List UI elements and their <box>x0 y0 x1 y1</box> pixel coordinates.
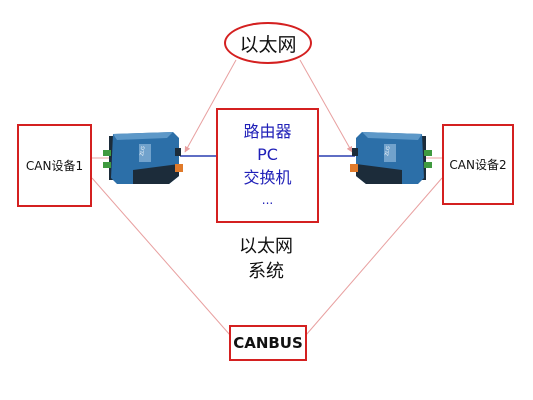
ethernet-oval-node: 以太网 <box>224 22 312 64</box>
ethernet-top-label: 以太网 <box>239 33 297 56</box>
can-device-1-box: CAN设备1 <box>17 124 92 207</box>
system-label-line-1: 以太网 <box>239 236 293 257</box>
can-device-2-label: CAN设备2 <box>449 158 507 172</box>
can-device-2-box: CAN设备2 <box>442 124 514 205</box>
router-label: 路由器 <box>243 121 292 141</box>
ethernet-system-label: 以太网 系统 <box>210 234 322 284</box>
right-converter-brand: ZLG <box>384 146 392 157</box>
router-pc-switch-box: 路由器 PC 交换机 ... <box>216 108 319 223</box>
link-canbus-to-can-device-1 <box>91 177 231 336</box>
canbus-box: CANBUS <box>229 325 307 361</box>
link-ethernet-to-left-converter <box>184 59 237 153</box>
can-device-1-label: CAN设备1 <box>25 159 84 173</box>
pc-label: PC <box>257 144 278 164</box>
link-canbus-to-can-device-2 <box>305 177 443 336</box>
left-converter-brand: ZLG <box>139 146 147 157</box>
ellipsis-label: ... <box>261 192 274 207</box>
canbus-label: CANBUS <box>233 334 303 352</box>
right-can-ethernet-converter-icon: ZLG <box>350 132 432 184</box>
link-ethernet-to-right-converter <box>299 59 353 153</box>
system-label-line-2: 系统 <box>248 261 284 282</box>
left-can-ethernet-converter-icon: ZLG <box>103 132 183 184</box>
switch-label: 交换机 <box>243 167 292 187</box>
